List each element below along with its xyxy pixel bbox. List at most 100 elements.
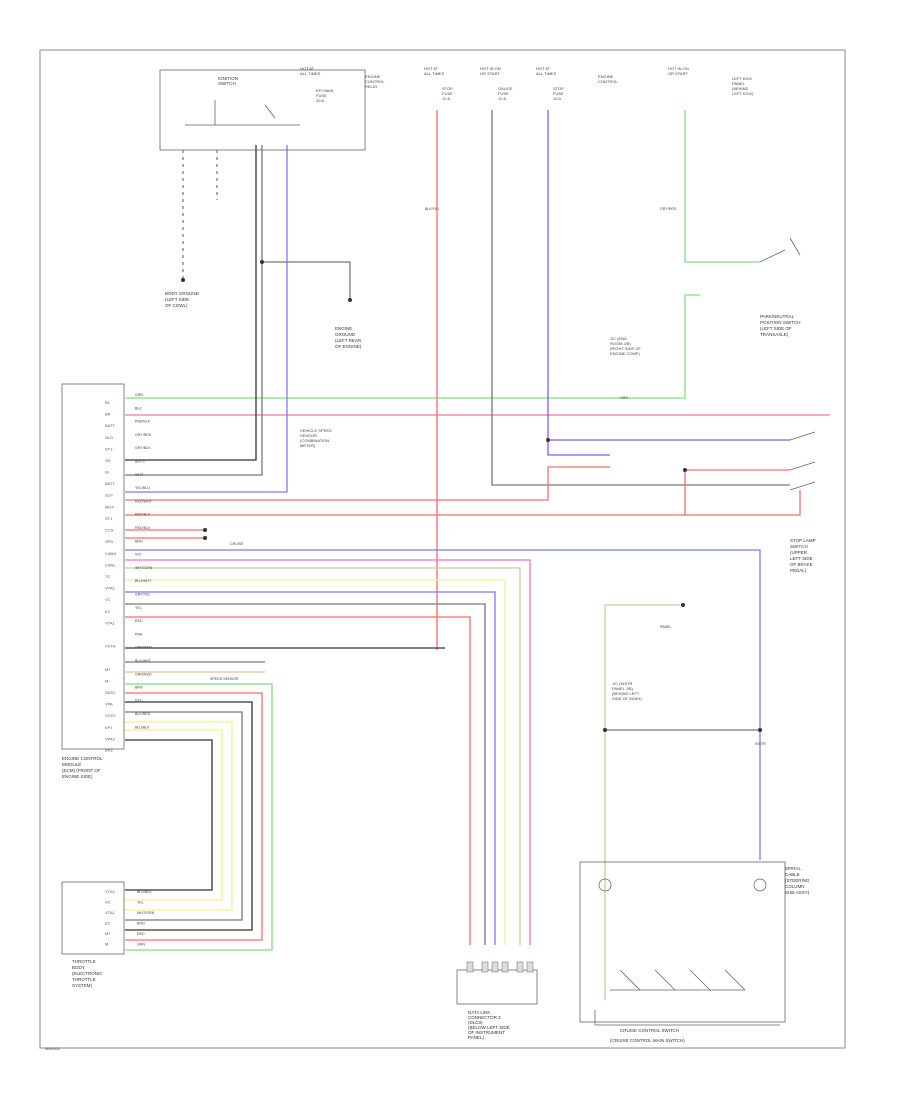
dlc-pin-2 <box>481 961 489 973</box>
body-ground-label: BODY GROUND (LEFT SIDE OF COWL) <box>165 291 200 308</box>
wire-dark-throttle-3 <box>125 739 213 891</box>
ecm-pin-label: VCP2 <box>105 713 116 718</box>
ecm-pin-label: SLO <box>105 435 113 440</box>
ecm-wire-code: VIO <box>135 553 141 557</box>
throttle-pin-label: E2 <box>105 921 111 926</box>
splice-dot <box>603 728 607 732</box>
ecm-pin-label: VTA1 <box>105 620 115 625</box>
wire-red-stop-1 <box>125 466 610 501</box>
cruise-switch-label: CRUISE CONTROL SWITCH (CRUISE CONTROL MA… <box>610 1028 685 1043</box>
wire-purple-stop <box>547 110 790 441</box>
throttle-box <box>61 881 125 955</box>
throttle-label: THROTTLE BODY (ELECTRONIC THROTTLE SYSTE… <box>72 959 104 988</box>
ecm-wire-code: GRY/BLK <box>135 446 151 450</box>
throttle-wire-code: RED <box>137 932 145 936</box>
ecm-wire-code: GRY/RED <box>135 433 152 437</box>
misc-label: SPEED SENSOR <box>210 677 239 681</box>
splice-dot <box>203 536 207 540</box>
spiral-contact-left <box>598 878 612 892</box>
ecm-wire-code: YEL <box>135 606 142 610</box>
ecm-pin-label: IG <box>105 470 109 475</box>
park-neutral-switch-symbol <box>759 237 801 263</box>
ecm-pin-label: ST1 <box>105 516 113 521</box>
ecm-wire-code: RED <box>135 699 143 703</box>
ecm-pin-label: TC <box>105 574 110 579</box>
dlc-pin-6 <box>526 961 534 973</box>
ecm-wire-code: GRN <box>135 393 143 397</box>
diagram-frame <box>39 49 846 1049</box>
throttle-pin-label: VC <box>105 900 111 905</box>
ecm-pin-label: SD <box>105 458 111 463</box>
splice-dot <box>181 278 185 282</box>
ecm-wire-code: RED/BLK <box>135 526 151 530</box>
wire-yellow-throttle <box>125 721 233 911</box>
ecm-wire-code: BRN <box>135 539 143 543</box>
ecm-wire-code: YEL/BLU <box>135 486 150 490</box>
cruise-switch-internals <box>594 878 780 1026</box>
cruise-switch-bottom-lines <box>594 1010 780 1026</box>
wires <box>125 110 830 1000</box>
misc-label: INSTR <box>755 742 766 746</box>
wire-red-throttle <box>125 692 263 941</box>
ecm-wire-code: RED/BLK <box>135 513 151 517</box>
ecm-wire-code: BLK/WHT <box>135 659 152 663</box>
stop-lamp-switch-symbol <box>789 431 816 491</box>
wire-purple-stop-b <box>547 440 610 456</box>
wire-tan-cruise <box>604 604 680 1000</box>
wire-pink-dlc <box>125 559 531 945</box>
ecm-pin-label: VC <box>105 597 111 602</box>
spiral-cable-label: SPIRAL CABLE (STEERING COLUMN SUB-ASSY) <box>785 866 811 895</box>
ecm-wire-code: GRN/RED <box>135 672 152 676</box>
ecm-pin-label: ST1- <box>105 446 114 451</box>
throttle-wire-code: WHT/GRN <box>137 911 155 915</box>
ecm-pin-label: E2 <box>105 609 111 614</box>
wire-yellow-throttle-2 <box>125 729 223 901</box>
ecm-wire-code: GRN/WHT <box>135 646 153 650</box>
misc-label: GRY/RED <box>660 207 677 211</box>
ecm-pin-label: BR <box>105 412 111 417</box>
ecm-wire-code: WHT/GRN <box>135 566 153 570</box>
ecm-label: ENGINE CONTROL MODULE (ECM) (FRONT OF EN… <box>62 756 104 779</box>
splice-dot <box>546 438 550 442</box>
ignition-switch-box <box>159 69 366 151</box>
misc-label: BLK/YEL <box>425 207 440 211</box>
ecm-pin-label: EP2 <box>105 748 113 753</box>
vehicle-speed-label: VEHICLE SPEED SENSOR (COMBINATION METER) <box>300 428 333 448</box>
cruise-switch-contacts <box>610 969 746 991</box>
misc-label: GRN <box>620 396 628 400</box>
ecm-pin-label: VCTA <box>105 644 116 649</box>
ignition-switch-contact <box>185 100 300 126</box>
junction-2-label: J/C (INSTR PANEL J/B) (BEHIND LEFT SIDE … <box>612 681 642 701</box>
dlc-box <box>456 969 538 1005</box>
ecm-box <box>61 383 125 750</box>
splice-dots <box>181 260 762 732</box>
ecm-pin-label: SPD <box>105 539 113 544</box>
throttle-pin-label: VTA1 <box>105 910 115 915</box>
throttle-wire-code: BRN <box>137 922 145 926</box>
ecm-pin-label: VTA2 <box>105 586 115 591</box>
splice-dot <box>683 468 687 472</box>
throttle-pin-label: M- <box>105 942 110 947</box>
footer-code: W00000 <box>45 1046 61 1051</box>
ecm-wire-code: BLK/RED <box>135 712 151 716</box>
stop-lamp-switch-contacts <box>789 431 816 491</box>
splice-dot <box>348 298 352 302</box>
spiral-contact-right <box>753 878 767 892</box>
ecm-pin-label: MOT- <box>105 504 116 509</box>
wire-yellow-dlc <box>125 579 506 945</box>
ecm-pin-label: GE01 <box>105 690 116 695</box>
ecm-wire-code: PNK <box>135 632 143 636</box>
dlc-pins <box>466 961 534 973</box>
ecm-pin-label: CANL <box>105 562 116 567</box>
